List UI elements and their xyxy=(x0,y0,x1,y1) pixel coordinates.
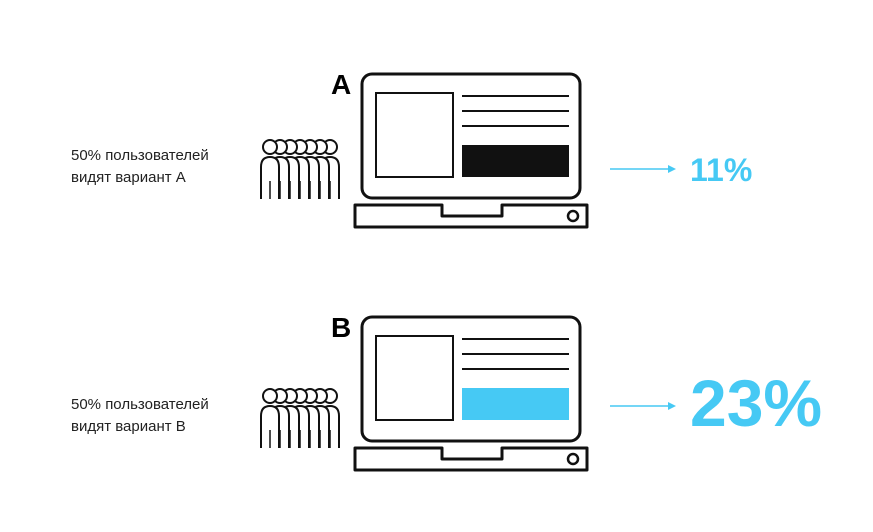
variant-a-row: 50% пользователей видят вариант А A 11% xyxy=(0,65,873,265)
variant-a-description-line2: видят вариант А xyxy=(71,169,186,186)
arrow-right-icon xyxy=(610,402,676,410)
variant-b-description: 50% пользователей видят вариант В xyxy=(71,394,261,438)
laptop-icon xyxy=(353,72,589,229)
variant-b-label: B xyxy=(331,312,352,343)
laptop-icon xyxy=(353,315,589,472)
variant-b-result: 23% xyxy=(690,366,823,440)
variant-b-description-line1: 50% пользователей xyxy=(71,396,209,413)
variant-b-description-line2: видят вариант В xyxy=(71,418,186,435)
cta-button-b xyxy=(462,388,569,420)
variant-a-label: A xyxy=(331,69,352,100)
variant-a-description-line1: 50% пользователей xyxy=(71,147,209,164)
people-group-icon xyxy=(260,139,340,199)
people-group-icon xyxy=(260,388,340,448)
cta-button-a xyxy=(462,145,569,177)
variant-a-description: 50% пользователей видят вариант А xyxy=(71,145,261,189)
arrow-right-icon xyxy=(610,165,676,173)
variant-a-result: 11% xyxy=(690,152,753,188)
variant-b-row: 50% пользователей видят вариант В B 23% xyxy=(0,308,873,508)
